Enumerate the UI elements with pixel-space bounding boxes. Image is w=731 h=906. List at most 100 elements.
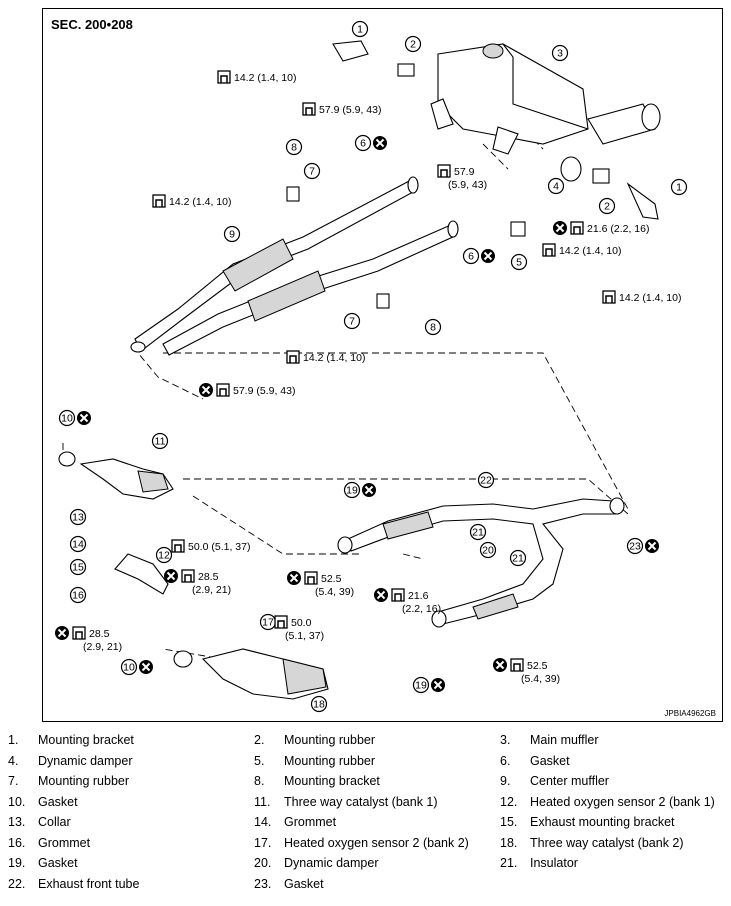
torque-value-sub: (2.9, 21) (83, 641, 122, 653)
callout-number: 12 (158, 550, 170, 562)
callout-circle (69, 535, 87, 553)
torque-wrench-icon (391, 588, 405, 602)
legend-number: 23. (254, 876, 272, 891)
torque-value: 57.9 (5.9, 43) (319, 104, 381, 116)
callout-circle (151, 432, 169, 450)
callout-number: 22 (480, 475, 492, 487)
legend-part-name: Gasket (284, 876, 324, 891)
legend-part-name: Grommet (284, 815, 337, 829)
callout-circle (469, 523, 487, 541)
torque-value: 21.6 (408, 590, 429, 602)
part-callout: 3 (551, 44, 569, 62)
callout-circle (69, 586, 87, 604)
replace-part-icon (374, 588, 388, 602)
torque-value: 52.5 (321, 573, 342, 585)
callout-circle (547, 177, 565, 195)
legend-part-name: Insulator (530, 856, 578, 870)
torque-wrench-icon (72, 626, 86, 640)
torque-wrench-icon (437, 164, 451, 178)
three-way-catalyst-bank2-part (173, 648, 329, 700)
legend-part-name: Gasket (38, 856, 78, 870)
torque-wrench-icon (286, 350, 300, 364)
part-callout: 2 (404, 35, 422, 53)
legend-number: 18. (500, 835, 518, 850)
callout-circle (462, 247, 480, 265)
callout-number: 3 (557, 48, 563, 60)
legend-part-name: Gasket (530, 753, 570, 768)
legend-number: 13. (8, 815, 26, 829)
legend-number: 17. (254, 835, 272, 850)
legend-number: 16. (8, 835, 26, 850)
replace-part-icon (362, 483, 376, 497)
torque-wrench-icon (181, 569, 195, 583)
torque-wrench-icon (302, 102, 316, 116)
torque-value: 52.5 (527, 660, 548, 672)
callout-number: 10 (61, 413, 73, 425)
callout-number: 21 (512, 553, 524, 565)
part-callout: 16 (69, 586, 87, 604)
torque-wrench-icon (171, 539, 185, 553)
legend-part-name: Mounting rubber (284, 753, 376, 768)
legend-part-name: Dynamic damper (284, 856, 379, 870)
torque-spec: 57.9 (5.9, 43) (199, 383, 295, 397)
legend-number: 8. (254, 774, 265, 788)
callout-circle (303, 162, 321, 180)
callout-circle (509, 549, 527, 567)
torque-spec: 57.9 (5.9, 43) (302, 102, 381, 116)
torque-value: 14.2 (1.4, 10) (234, 72, 296, 84)
replace-part-icon (431, 678, 445, 692)
callout-circle (120, 658, 138, 676)
legend-number: 15. (500, 815, 518, 829)
torque-spec: 28.5(2.9, 21) (164, 569, 231, 596)
exhaust-mounting-bracket-part (114, 553, 169, 595)
torque-value: 21.6 (2.2, 16) (587, 223, 649, 235)
part-callout: 19 (343, 481, 376, 499)
callout-circle (69, 508, 87, 526)
callout-number: 7 (309, 166, 315, 178)
part-callout: 10 (120, 658, 153, 676)
part-callout: 4 (547, 177, 565, 195)
torque-value: 50.0 (5.1, 37) (188, 541, 250, 553)
callout-circle (58, 409, 76, 427)
torque-spec: 50.0 (5.1, 37) (171, 539, 250, 553)
legend-number: 19. (8, 856, 26, 870)
callout-number: 19 (346, 485, 358, 497)
replace-part-icon (553, 221, 567, 235)
center-muffler-part (130, 176, 459, 356)
legend-part-name: Dynamic damper (38, 753, 133, 768)
part-callout: 8 (285, 138, 303, 156)
callout-circle (477, 471, 495, 489)
callout-number: 8 (430, 322, 436, 334)
part-callout: 8 (424, 318, 442, 336)
torque-value-sub: (2.2, 16) (402, 603, 441, 615)
legend-number: 5. (254, 753, 265, 768)
torque-value: 14.2 (1.4, 10) (619, 292, 681, 304)
callout-circle (551, 44, 569, 62)
part-callout: 7 (343, 312, 361, 330)
legend-part-name: Heated oxygen sensor 2 (bank 1) (530, 794, 715, 809)
callout-number: 6 (468, 251, 474, 263)
callout-number: 20 (482, 545, 494, 557)
callout-number: 7 (349, 316, 355, 328)
torque-value: 14.2 (1.4, 10) (303, 352, 365, 364)
legend-number: 7. (8, 774, 19, 788)
part-callout: 21 (509, 549, 527, 567)
callout-number: 2 (410, 39, 416, 51)
callout-number: 15 (72, 562, 84, 574)
replace-part-icon (199, 383, 213, 397)
part-callout: 1 (670, 178, 688, 196)
torque-spec: 14.2 (1.4, 10) (217, 70, 296, 84)
legend-part-name: Heated oxygen sensor 2 (bank 2) (284, 835, 469, 850)
legend-number: 22. (8, 876, 26, 891)
legend-part-name: Three way catalyst (bank 1) (284, 794, 438, 809)
callout-number: 10 (123, 662, 135, 674)
part-callout: 19 (412, 676, 445, 694)
replace-part-icon (481, 249, 495, 263)
part-callout: 12 (155, 546, 173, 564)
legend-part-name: Exhaust front tube (38, 876, 140, 891)
torque-value: 57.9 (5.9, 43) (233, 385, 295, 397)
callout-circle (69, 558, 87, 576)
legend-number: 2. (254, 733, 265, 747)
torque-spec: 52.5(5.4, 39) (493, 658, 560, 685)
